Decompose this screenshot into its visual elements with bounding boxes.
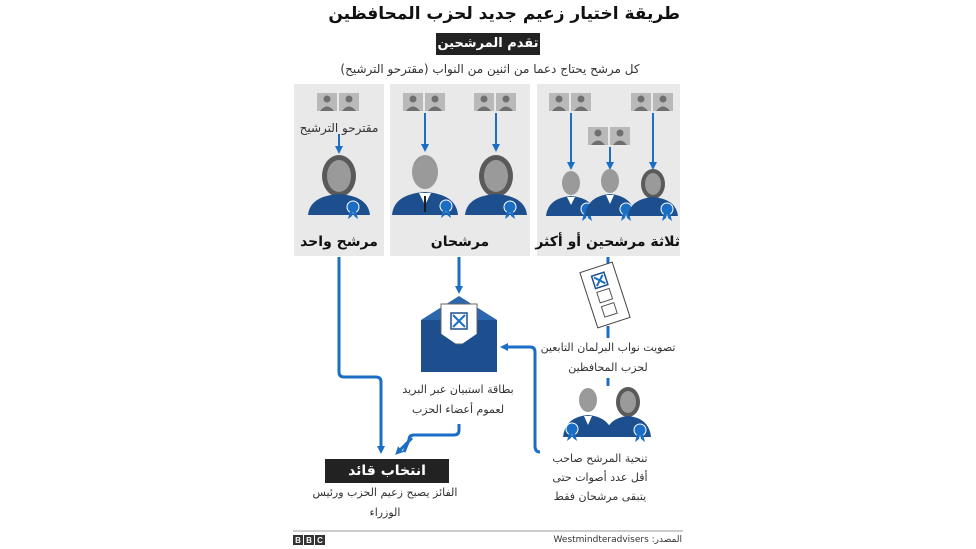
- male-candidate-icon: [546, 171, 596, 222]
- one-candidate-label: مرشح واحد: [300, 234, 378, 250]
- nominator-pair-icon: [403, 93, 516, 111]
- male-candidate-icon: [392, 155, 458, 219]
- leader-election-box: انتخاب قائد الحزب: [325, 459, 449, 503]
- nominators-label: مقترحو الترشيح: [299, 121, 379, 135]
- bbc-logo-letter: C: [315, 535, 325, 545]
- source-credit: المصدر: Westmindteradvisers: [553, 535, 682, 545]
- elimination-text: تنحية المرشح صاحب أقل عدد أصوات حتى يتبق…: [540, 449, 660, 506]
- female-candidate-icon: [628, 169, 678, 222]
- male-candidate-icon: [563, 388, 613, 442]
- bbc-logo-letter: B: [293, 535, 303, 545]
- male-candidate-icon: [585, 169, 635, 222]
- mp-vote-line2: لحزب المحافظين: [568, 361, 648, 374]
- bbc-logo-letter: B: [304, 535, 314, 545]
- nominations-header: تقدم المرشحين: [436, 33, 540, 55]
- two-candidates-label: مرشحان: [430, 234, 490, 250]
- female-candidate-icon: [465, 155, 527, 220]
- elimination-line3: يتبقى مرشحان فقط: [553, 490, 647, 503]
- postal-ballot-text: بطاقة استبيان عبر البريد لعموم أعضاء الح…: [390, 380, 526, 420]
- page-title: طريقة اختيار زعيم جديد لحزب المحافظين: [328, 4, 680, 24]
- female-candidate-icon: [308, 155, 370, 220]
- three-candidates-label: ثلاثة مرشحين أو أكثر: [535, 234, 680, 250]
- mp-vote-line1: تصويت نواب البرلمان التابعين: [540, 341, 676, 354]
- postal-ballot-line1: بطاقة استبيان عبر البريد: [402, 383, 514, 396]
- nominator-pair-icon: [317, 93, 359, 111]
- leader-line1: الفائز يصبح زعيم الحزب ورئيس: [312, 486, 458, 499]
- ballot-paper-icon: [579, 261, 631, 329]
- leader-text: الفائز يصبح زعيم الحزب ورئيس الوزراء: [300, 483, 470, 523]
- nominations-note: كل مرشح يحتاج دعما من اثنين من النواب (م…: [340, 62, 640, 76]
- postal-ballot-envelope-icon: [421, 296, 497, 372]
- bbc-logo: B B C: [293, 535, 325, 545]
- nominator-pair-icon: [549, 93, 673, 145]
- female-candidate-icon: [605, 387, 651, 443]
- elimination-line1: تنحية المرشح صاحب: [552, 452, 648, 465]
- mp-vote-text: تصويت نواب البرلمان التابعين لحزب المحاف…: [538, 338, 678, 378]
- postal-ballot-line2: لعموم أعضاء الحزب: [411, 403, 505, 416]
- elimination-line2: أقل عدد أصوات حتى: [552, 471, 648, 484]
- leader-line2: الوزراء: [369, 506, 401, 519]
